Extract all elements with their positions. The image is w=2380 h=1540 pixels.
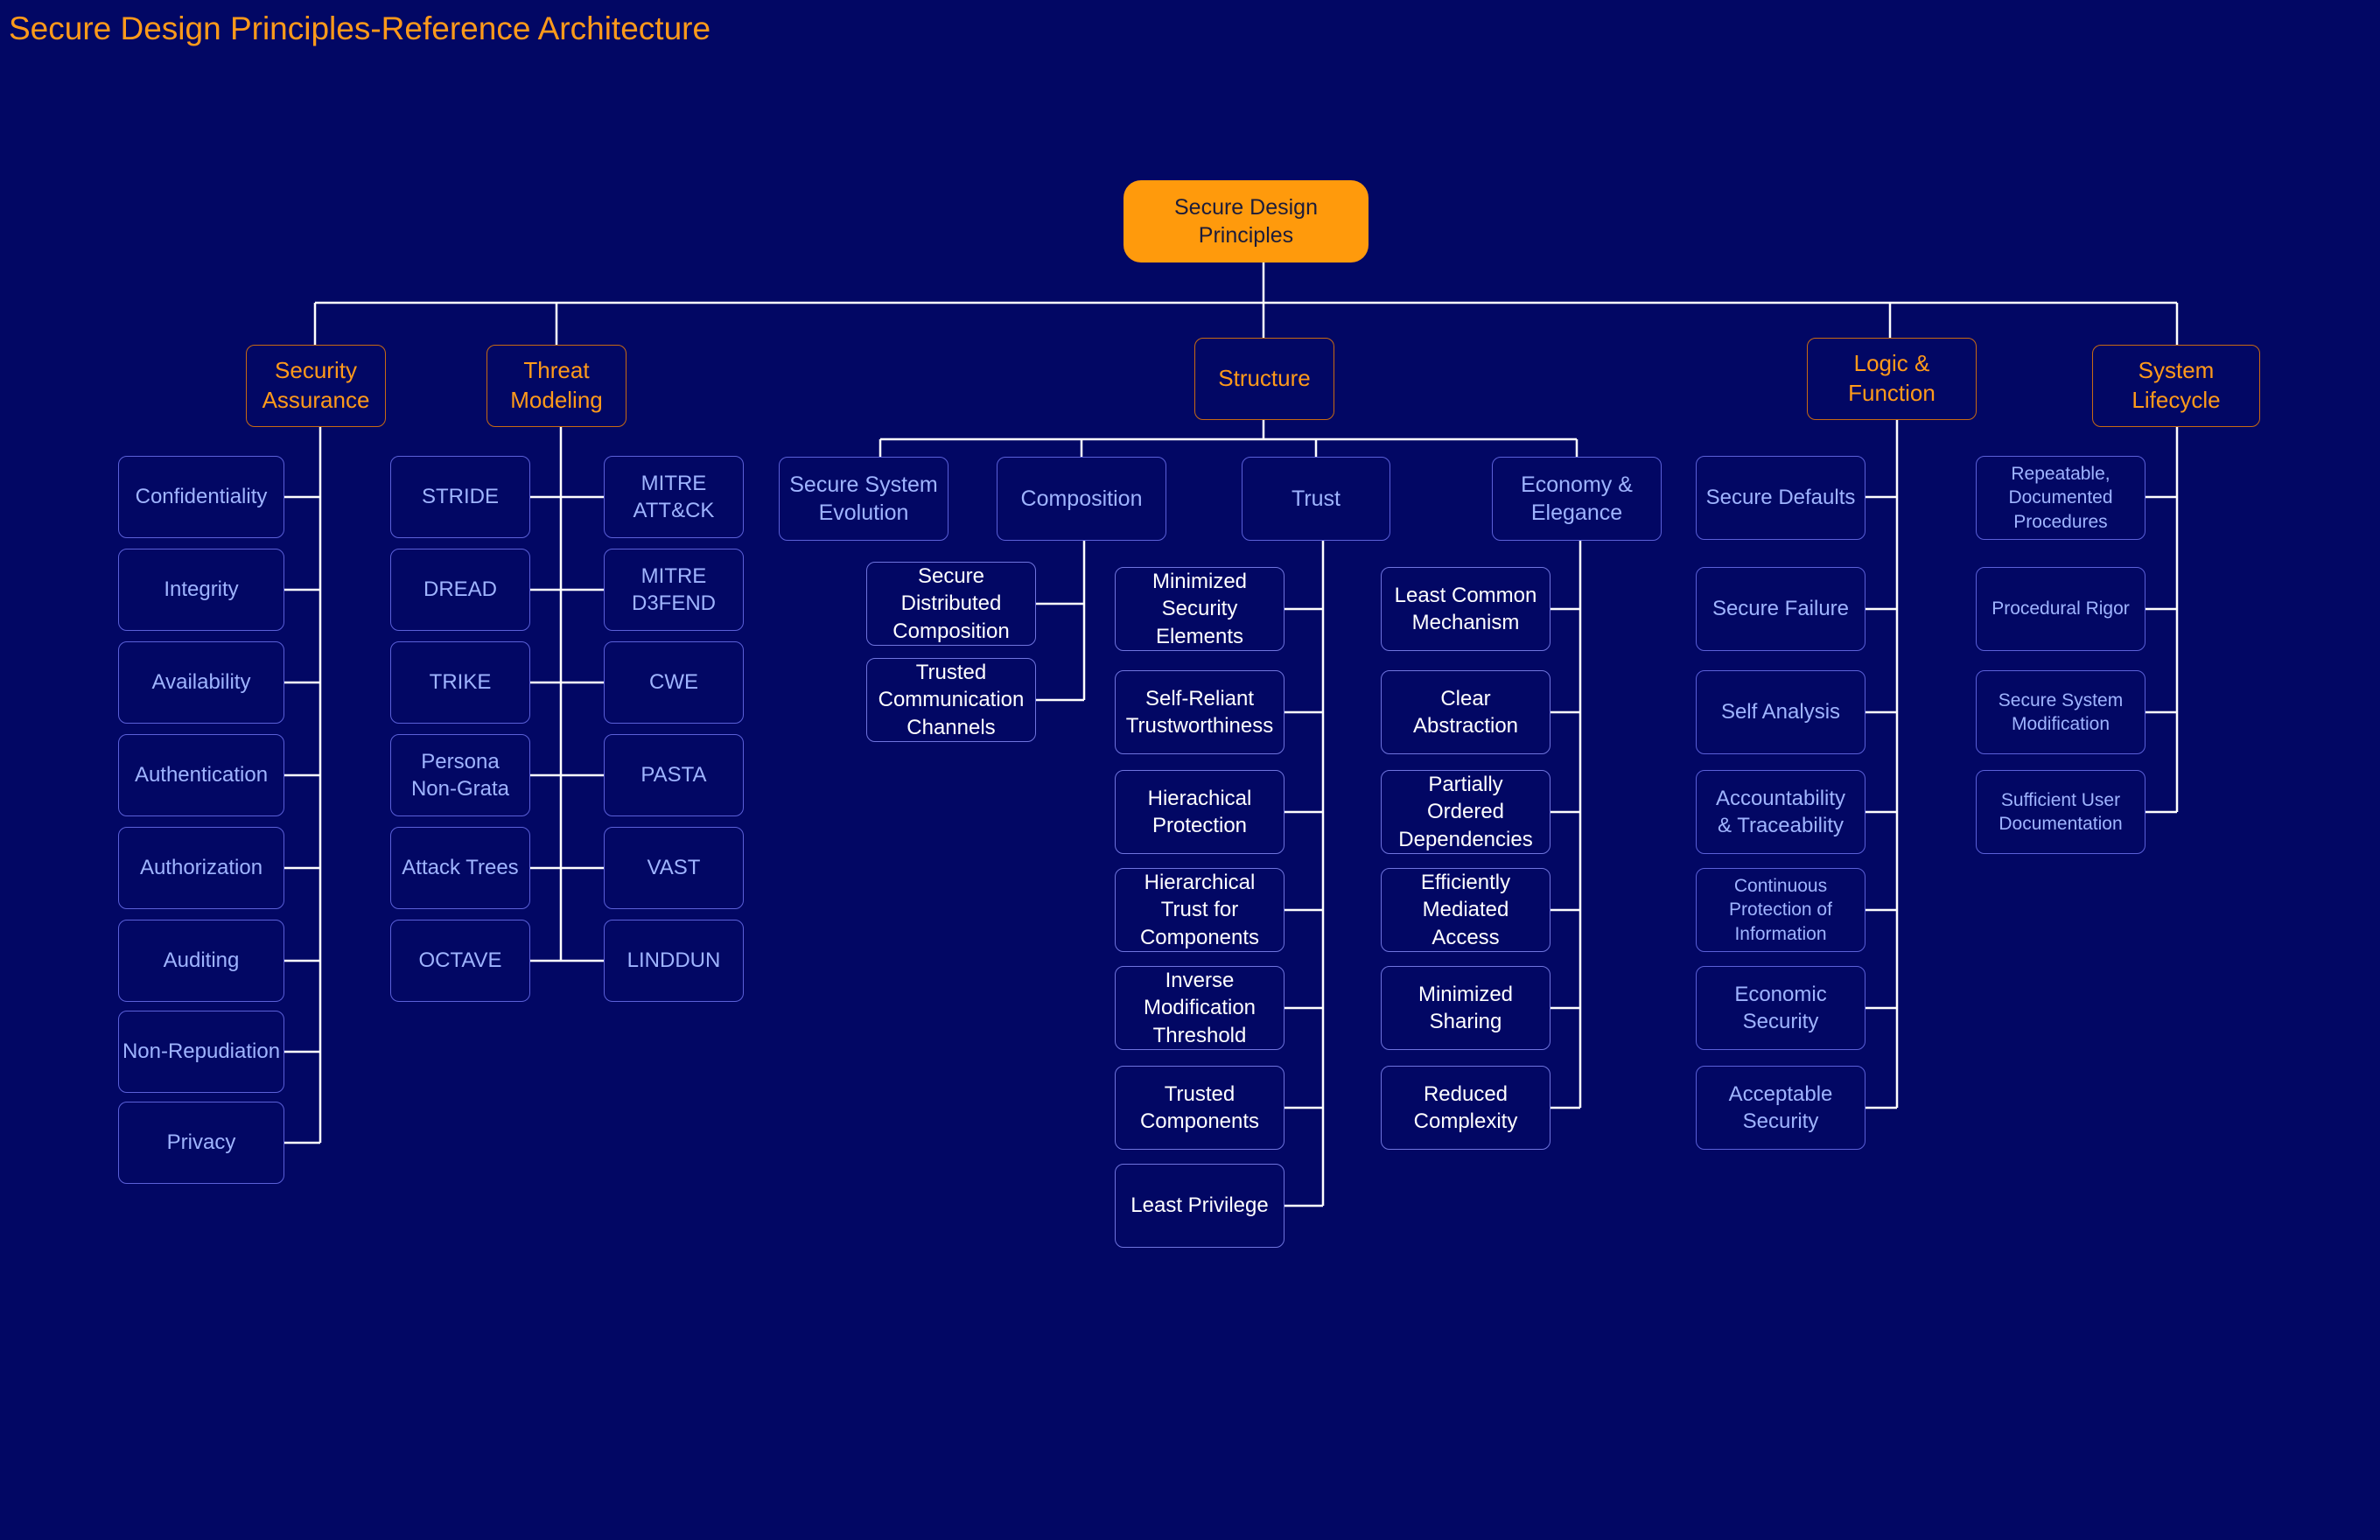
category-security-assurance: Security Assurance (246, 345, 386, 427)
security-assurance-item: Integrity (118, 549, 284, 631)
trust-item: Self-Reliant Trustworthiness (1115, 670, 1284, 754)
economy-elegance-item: Efficiently Mediated Access (1381, 868, 1550, 952)
economy-elegance-item: Minimized Sharing (1381, 966, 1550, 1050)
security-assurance-item: Non-Repudiation (118, 1011, 284, 1093)
category-structure: Structure (1194, 338, 1334, 420)
threat-modeling-item: Persona Non-Grata (390, 734, 530, 816)
logic-function-item: Accountability & Traceability (1696, 770, 1866, 854)
logic-function-item: Secure Failure (1696, 567, 1866, 651)
threat-modeling-item: MITRE ATT&CK (604, 456, 744, 538)
logic-function-item: Self Analysis (1696, 670, 1866, 754)
threat-modeling-item: CWE (604, 641, 744, 724)
threat-modeling-item: STRIDE (390, 456, 530, 538)
security-assurance-item: Confidentiality (118, 456, 284, 538)
threat-modeling-item: LINDDUN (604, 920, 744, 1002)
trust-item: Trusted Components (1115, 1066, 1284, 1150)
economy-elegance-item: Least Common Mechanism (1381, 567, 1550, 651)
category-logic-function: Logic & Function (1807, 338, 1977, 420)
economy-elegance-item: Partially Ordered Dependencies (1381, 770, 1550, 854)
security-assurance-item: Privacy (118, 1102, 284, 1184)
trust-item: Inverse Modification Threshold (1115, 966, 1284, 1050)
threat-modeling-item: PASTA (604, 734, 744, 816)
trust-item: Least Privilege (1115, 1164, 1284, 1248)
system-lifecycle-item: Sufficient User Documentation (1976, 770, 2146, 854)
logic-function-item: Economic Security (1696, 966, 1866, 1050)
threat-modeling-item: TRIKE (390, 641, 530, 724)
trust-item: Minimized Security Elements (1115, 567, 1284, 651)
page-title: Secure Design Principles-Reference Archi… (9, 10, 711, 46)
system-lifecycle-item: Secure System Modification (1976, 670, 2146, 754)
economy-elegance-item: Clear Abstraction (1381, 670, 1550, 754)
structure-secure-system-evolution: Secure System Evolution (779, 457, 948, 541)
security-assurance-item: Auditing (118, 920, 284, 1002)
logic-function-item: Acceptable Security (1696, 1066, 1866, 1150)
logic-function-item: Secure Defaults (1696, 456, 1866, 540)
system-lifecycle-item: Procedural Rigor (1976, 567, 2146, 651)
structure-trust: Trust (1242, 457, 1390, 541)
security-assurance-item: Authorization (118, 827, 284, 909)
category-threat-modeling: Threat Modeling (486, 345, 626, 427)
threat-modeling-item: DREAD (390, 549, 530, 631)
trust-item: Hierachical Protection (1115, 770, 1284, 854)
composition-item: Secure Distributed Composition (866, 562, 1036, 646)
structure-economy-elegance: Economy & Elegance (1492, 457, 1662, 541)
system-lifecycle-item: Repeatable, Documented Procedures (1976, 456, 2146, 540)
threat-modeling-item: OCTAVE (390, 920, 530, 1002)
security-assurance-item: Availability (118, 641, 284, 724)
category-system-lifecycle: System Lifecycle (2092, 345, 2260, 427)
composition-item: Trusted Communication Channels (866, 658, 1036, 742)
threat-modeling-item: VAST (604, 827, 744, 909)
structure-composition: Composition (997, 457, 1166, 541)
security-assurance-item: Authentication (118, 734, 284, 816)
trust-item: Hierarchical Trust for Components (1115, 868, 1284, 952)
logic-function-item: Continuous Protection of Information (1696, 868, 1866, 952)
threat-modeling-item: MITRE D3FEND (604, 549, 744, 631)
economy-elegance-item: Reduced Complexity (1381, 1066, 1550, 1150)
threat-modeling-item: Attack Trees (390, 827, 530, 909)
root-node-secure-design-principles: Secure Design Principles (1124, 180, 1368, 262)
